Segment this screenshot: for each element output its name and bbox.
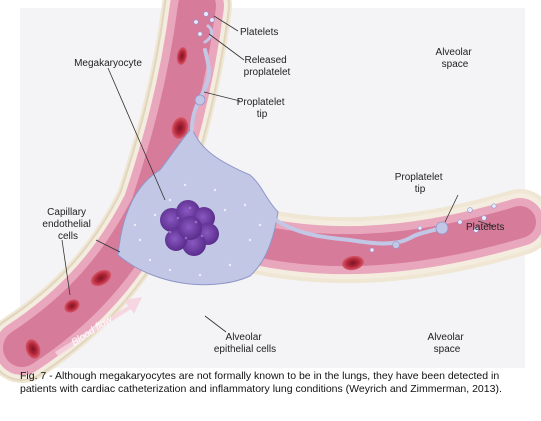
platelets	[193, 11, 497, 253]
leader-lines	[61, 15, 494, 333]
cytoplasm-granules	[133, 183, 262, 277]
label-released-proplatelet: Released proplatelet	[244, 55, 291, 78]
nucleus-texture	[168, 206, 204, 240]
label-platelets-top: Platelets	[240, 27, 278, 38]
figure-caption: Fig. 7 - Although megakaryocytes are not…	[20, 370, 502, 395]
label-platelets-right: Platelets	[466, 222, 504, 233]
label-capillary-endothelial-cells: Capillary endothelial cells	[42, 207, 93, 242]
label-alveolar-space-top: Alveolar space	[436, 47, 475, 70]
label-alveolar-epithelial-cells: Alveolar epithelial cells	[214, 332, 276, 355]
megakaryocyte-nucleus	[160, 200, 219, 256]
blood-flow-arrow	[55, 297, 142, 356]
label-proplatelet-tip-top: Proplatelet tip	[237, 97, 288, 120]
proplatelet-beads	[392, 241, 400, 249]
proplatelet-right	[274, 218, 442, 246]
label-proplatelet-tip-right: Proplatelet tip	[395, 172, 446, 195]
proplatelet-upper	[190, 48, 211, 132]
released-proplatelet	[203, 24, 214, 44]
proplatelet-tip-right-bulb	[435, 221, 449, 235]
label-megakaryocyte: Megakaryocyte	[74, 58, 142, 69]
proplatelet-tip-upper-bulb	[194, 94, 206, 106]
red-blood-cells	[25, 47, 364, 359]
label-alveolar-space-bottom: Alveolar space	[428, 332, 467, 355]
